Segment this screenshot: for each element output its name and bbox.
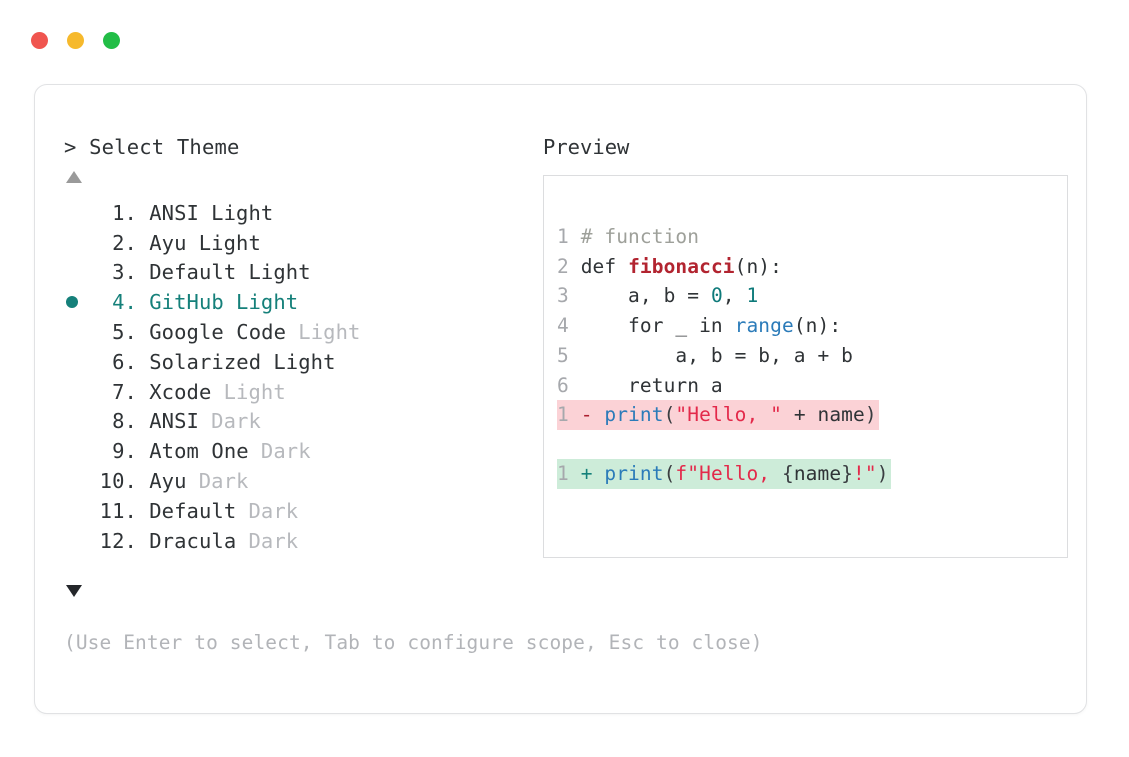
list-item-index: 10. bbox=[99, 469, 137, 494]
list-item[interactable]: 3. Default Light bbox=[62, 258, 522, 288]
selection-bullet-slot bbox=[62, 475, 95, 487]
diff-sign: + bbox=[580, 462, 593, 486]
selection-bullet-slot bbox=[62, 326, 95, 338]
line-number: 1 bbox=[557, 225, 569, 248]
list-item[interactable]: 9. Atom One Dark bbox=[62, 436, 522, 466]
list-item-index: 4. bbox=[112, 290, 137, 315]
list-item-index: 1. bbox=[112, 200, 137, 225]
list-item-index: 3. bbox=[112, 260, 137, 285]
list-item[interactable]: 8. ANSI Dark bbox=[62, 407, 522, 437]
list-item-variant: Dark bbox=[260, 439, 311, 464]
code-line-2: fibonacci bbox=[628, 254, 735, 278]
list-item[interactable]: 12. Dracula Dark bbox=[62, 526, 522, 556]
line-number: 2 bbox=[557, 254, 569, 278]
list-item[interactable]: 2. Ayu Light bbox=[62, 228, 522, 258]
diff-line-add: 1 + print(f"Hello, {name}!") bbox=[557, 459, 891, 490]
list-item-label: Atom One bbox=[149, 439, 249, 464]
list-item-variant: Dark bbox=[248, 528, 299, 553]
diff-block: 1 - print("Hello, " + name) 1 + print(f"… bbox=[557, 400, 891, 490]
preview-panel: Preview 1 # function 2 def fibonacci(n):… bbox=[540, 85, 1075, 713]
list-item-label: Google Code bbox=[149, 320, 287, 345]
close-window-button[interactable] bbox=[31, 32, 48, 49]
selection-bullet-slot bbox=[62, 535, 95, 547]
list-item[interactable]: 10. Ayu Dark bbox=[62, 466, 522, 496]
scroll-down-icon[interactable] bbox=[66, 585, 82, 597]
list-item-label: GitHub bbox=[149, 290, 224, 315]
code-line-6: return a bbox=[580, 373, 723, 397]
code-line-4: for _ in bbox=[580, 314, 735, 338]
list-item-index: 5. bbox=[112, 320, 137, 345]
list-item-label: Ayu bbox=[149, 469, 187, 494]
prompt-symbol: > bbox=[64, 135, 77, 159]
list-item-index: 8. bbox=[112, 409, 137, 434]
list-item-variant: Dark bbox=[248, 498, 299, 523]
list-item-label: Dracula bbox=[149, 528, 237, 553]
line-number: 4 bbox=[557, 314, 569, 338]
line-number: 3 bbox=[557, 284, 569, 308]
list-item-variant: Dark bbox=[198, 469, 249, 494]
list-item-index: 12. bbox=[99, 528, 137, 553]
code-line-3: a, b = bbox=[580, 284, 711, 308]
list-item-index: 7. bbox=[112, 379, 137, 404]
code-line-5: a, b = b, a + b bbox=[580, 343, 854, 367]
selection-bullet-slot bbox=[62, 386, 95, 398]
window-controls bbox=[31, 32, 120, 49]
list-item-index: 2. bbox=[112, 230, 137, 255]
diff-line-number: 1 bbox=[557, 462, 569, 486]
maximize-window-button[interactable] bbox=[103, 32, 120, 49]
diff-line-remove: 1 - print("Hello, " + name) bbox=[557, 400, 879, 430]
keyboard-hint: (Use Enter to select, Tab to configure s… bbox=[64, 631, 763, 654]
selection-bullet-slot bbox=[62, 356, 95, 368]
scroll-up-icon[interactable] bbox=[66, 171, 82, 183]
list-item-index: 9. bbox=[112, 439, 137, 464]
minimize-window-button[interactable] bbox=[67, 32, 84, 49]
diff-sign: - bbox=[580, 403, 593, 426]
list-item-label: ANSI bbox=[149, 200, 199, 225]
list-item-label: Ayu bbox=[149, 230, 187, 255]
code-block: 1 # function 2 def fibonacci(n): 3 a, b … bbox=[557, 225, 854, 397]
list-item[interactable]: 11. Default Dark bbox=[62, 496, 522, 526]
selection-bullet-slot bbox=[62, 445, 95, 457]
code-line-1: # function bbox=[580, 225, 700, 248]
list-item[interactable]: 5. Google Code Light bbox=[62, 317, 522, 347]
list-item-variant: Light bbox=[248, 260, 311, 285]
list-item-label: Default bbox=[149, 498, 237, 523]
list-item-variant: Dark bbox=[211, 409, 261, 434]
selection-bullet-slot bbox=[62, 237, 95, 249]
list-item-index: 6. bbox=[112, 349, 137, 374]
list-item[interactable]: 7. Xcode Light bbox=[62, 377, 522, 407]
selection-bullet-slot bbox=[62, 505, 95, 517]
preview-title: Preview bbox=[543, 135, 630, 159]
list-item-label: ANSI bbox=[149, 409, 199, 434]
page-title: Select Theme bbox=[89, 135, 240, 159]
list-item-variant: Light bbox=[211, 200, 274, 225]
code-preview-box: 1 # function 2 def fibonacci(n): 3 a, b … bbox=[543, 175, 1068, 558]
list-item-label: Default bbox=[149, 260, 237, 285]
selection-bullet-slot bbox=[62, 415, 95, 427]
line-number: 5 bbox=[557, 343, 569, 367]
selection-bullet-slot bbox=[62, 266, 95, 278]
list-item[interactable]: 6. Solarized Light bbox=[62, 347, 522, 377]
list-item-variant: Light bbox=[223, 379, 286, 404]
list-item-variant: Light bbox=[298, 320, 361, 345]
list-item-selected[interactable]: 4. GitHub Light bbox=[62, 287, 522, 317]
list-item-index: 11. bbox=[99, 498, 137, 523]
line-number: 6 bbox=[557, 373, 569, 397]
list-item-variant: Light bbox=[236, 290, 299, 315]
selection-bullet-slot bbox=[62, 207, 95, 219]
prompt-line: > Select Theme bbox=[64, 135, 240, 159]
list-item-variant: Light bbox=[198, 230, 261, 255]
selection-bullet-slot bbox=[62, 296, 95, 309]
selected-bullet-icon bbox=[66, 296, 78, 309]
diff-line-number: 1 bbox=[557, 403, 569, 426]
list-item-label: Solarized bbox=[149, 349, 262, 374]
list-item-variant: Light bbox=[273, 349, 336, 374]
list-item[interactable]: 1. ANSI Light bbox=[62, 198, 522, 228]
list-item-label: Xcode bbox=[149, 379, 212, 404]
